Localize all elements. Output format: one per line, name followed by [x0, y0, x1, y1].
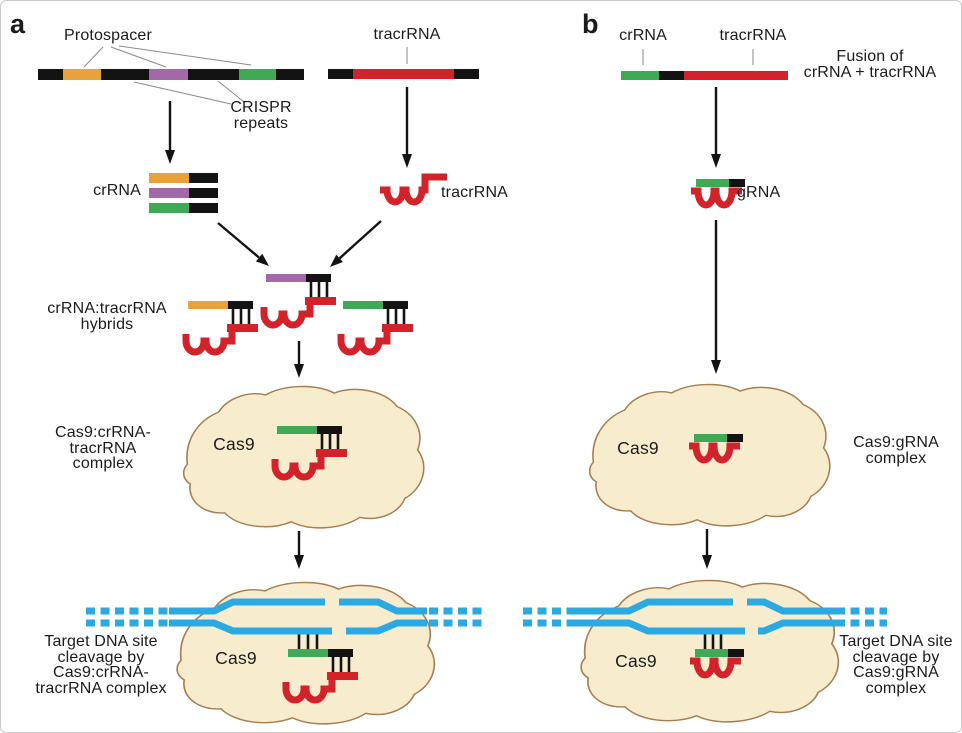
arrow-hybrids-to-cas9-icon [294, 341, 304, 378]
guide-in-cas9-a-cleavage [286, 649, 358, 700]
guide-in-cas9-a [275, 426, 347, 477]
hybrids-label: crRNA:tracrRNA hybrids [47, 300, 167, 333]
arrow-locus-to-crrna-icon [165, 101, 175, 164]
cleavage-label-a: Target DNA site cleavage by Cas9:crRNA- … [35, 633, 167, 697]
crrna-bars [149, 173, 218, 213]
arrow-tracrrna-to-hybrids-icon [330, 220, 382, 267]
protospacer-label: Protospacer [64, 27, 152, 44]
panel-a-label: a [10, 9, 26, 39]
cas9-text-a-complex: Cas9 [213, 434, 255, 454]
fusion-label: Fusion of crRNA + tracrRNA [803, 48, 937, 81]
dna-pairing-rungs-a [297, 633, 319, 650]
arrow-crrna-to-hybrids-icon [217, 222, 269, 266]
dna-pairing-rungs-b [703, 633, 723, 650]
crispr-repeats-pointer-lines [133, 80, 245, 105]
panel-b-label: b [582, 9, 599, 39]
cas9-text-b-complex: Cas9 [617, 438, 659, 458]
cleavage-label-b: Target DNA site cleavage by Cas9:gRNA co… [839, 633, 953, 697]
tracrrna-hairpin [380, 173, 447, 206]
arrow-cas9-to-dna-b-icon [702, 529, 712, 569]
crispr-locus-bar [38, 69, 304, 80]
hybrid-green [341, 301, 413, 352]
tracrrna-precursor-bar [328, 47, 479, 79]
protospacer-segment-purple [149, 69, 188, 80]
tracrrna-hairpin-label: tracrRNA [441, 184, 508, 201]
arrow-grna-to-cas9-icon [711, 220, 721, 374]
arrow-precursor-to-tracrrna-icon [402, 87, 412, 168]
protospacer-segment-green [239, 69, 276, 80]
tracrrna-label-b: tracrRNA [719, 27, 787, 44]
cas9-text-b-cleavage: Cas9 [615, 651, 657, 671]
crrna-label-b: crRNA [619, 27, 667, 44]
arrow-fusion-to-grna-icon [711, 87, 721, 168]
tracrrna-precursor-label: tracrRNA [373, 26, 441, 43]
crispr-repeats-label: CRISPR repeats [230, 99, 292, 132]
cas9-complex-label-a: Cas9:crRNA- tracrRNA complex [55, 424, 151, 472]
crrna-label-a: crRNA [93, 182, 141, 199]
cas9-blob-a-complex [182, 385, 425, 529]
protospacer-segment-orange [63, 69, 101, 80]
hybrid-purple [264, 274, 336, 325]
arrow-cas9-to-dna-icon [294, 531, 304, 569]
protospacer-pointer-lines [83, 45, 252, 68]
grna-label: gRNA [737, 184, 781, 201]
target-dna-a [86, 598, 484, 635]
hybrid-orange [186, 301, 258, 352]
target-dna-b [523, 598, 887, 635]
cas9-grna-complex-label: Cas9:gRNA complex [853, 434, 939, 467]
fusion-bar [621, 49, 788, 80]
cas9-text-a-cleavage: Cas9 [215, 648, 257, 668]
